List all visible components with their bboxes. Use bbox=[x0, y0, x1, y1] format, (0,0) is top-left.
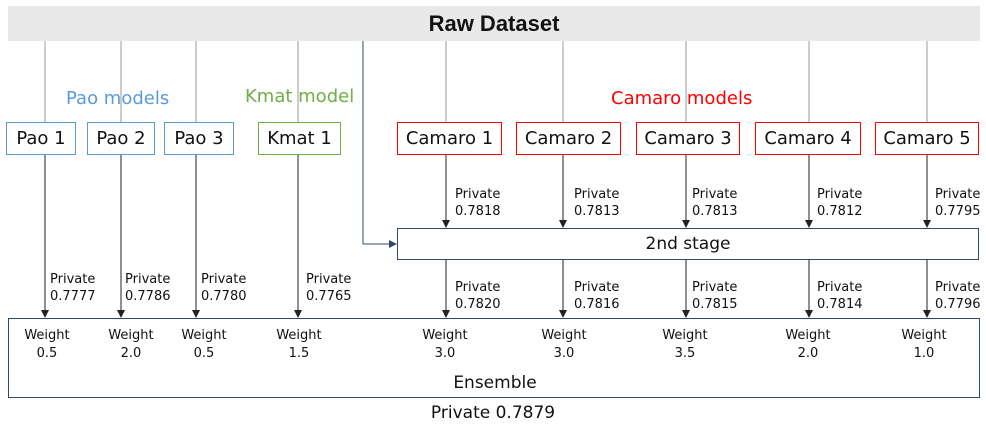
weight-pao-1: Weight 0.5 bbox=[24, 328, 70, 361]
ensemble-label: Ensemble bbox=[453, 373, 537, 393]
pao-3-score: Private 0.7780 bbox=[201, 272, 247, 304]
weight-camaro-5: Weight 1.0 bbox=[901, 328, 947, 361]
camaro-3-stage1-score: Private 0.7813 bbox=[692, 187, 738, 219]
model-box-camaro-1: Camaro 1 bbox=[397, 122, 502, 155]
camaro-5-stage2-score: Private 0.7796 bbox=[935, 280, 981, 312]
group-label-camaro: Camaro models bbox=[611, 88, 753, 109]
camaro-1-stage1-score: Private 0.7818 bbox=[455, 187, 501, 219]
camaro-5-stage1-score: Private 0.7795 bbox=[935, 187, 981, 219]
final-private-score: Private 0.7879 bbox=[430, 403, 556, 423]
model-box-kmat-1: Kmat 1 bbox=[258, 122, 341, 155]
camaro-1-stage2-score: Private 0.7820 bbox=[455, 280, 501, 312]
pao-2-score: Private 0.7786 bbox=[125, 272, 171, 304]
weight-kmat-1: Weight 1.5 bbox=[276, 328, 322, 361]
camaro-4-stage1-score: Private 0.7812 bbox=[817, 187, 863, 219]
kmat-1-score: Private 0.7765 bbox=[306, 272, 352, 304]
weight-camaro-3: Weight 3.5 bbox=[662, 328, 708, 361]
model-box-pao-1: Pao 1 bbox=[6, 122, 76, 155]
camaro-2-stage2-score: Private 0.7816 bbox=[574, 280, 620, 312]
group-label-pao: Pao models bbox=[66, 88, 170, 109]
pao-1-score: Private 0.7777 bbox=[50, 272, 96, 304]
weight-camaro-1: Weight 3.0 bbox=[422, 328, 468, 361]
ensemble-box: Weight 0.5 Weight 2.0 Weight 0.5 Weight … bbox=[8, 318, 980, 398]
weight-camaro-4: Weight 2.0 bbox=[785, 328, 831, 361]
model-box-camaro-2: Camaro 2 bbox=[516, 122, 621, 155]
model-box-camaro-4: Camaro 4 bbox=[755, 122, 861, 155]
weight-pao-2: Weight 2.0 bbox=[108, 328, 154, 361]
raw-dataset-header: Raw Dataset bbox=[8, 6, 980, 41]
camaro-3-stage2-score: Private 0.7815 bbox=[692, 280, 738, 312]
camaro-2-stage1-score: Private 0.7813 bbox=[574, 187, 620, 219]
model-box-camaro-5: Camaro 5 bbox=[875, 122, 979, 155]
weight-pao-3: Weight 0.5 bbox=[181, 328, 227, 361]
model-box-pao-2: Pao 2 bbox=[87, 122, 155, 155]
weight-camaro-2: Weight 3.0 bbox=[541, 328, 587, 361]
model-box-camaro-3: Camaro 3 bbox=[636, 122, 740, 155]
camaro-4-stage2-score: Private 0.7814 bbox=[817, 280, 863, 312]
model-box-pao-3: Pao 3 bbox=[164, 122, 234, 155]
second-stage-box: 2nd stage bbox=[397, 228, 979, 260]
group-label-kmat: Kmat model bbox=[245, 86, 355, 107]
